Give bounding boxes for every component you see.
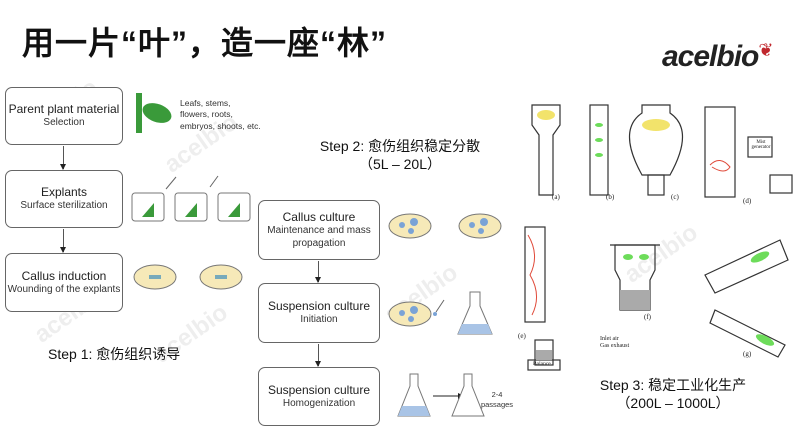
legend-inlet-air: Inlet air	[600, 336, 619, 342]
reactor-label-b: (b)	[606, 193, 615, 201]
step3-range: （200L – 1000L）	[616, 395, 730, 412]
step2-box-callus-culture: Callus culture Maintenance and mass prop…	[258, 200, 380, 260]
reactor-label-a: (a)	[552, 193, 560, 201]
bioreactor-diagrams	[524, 104, 793, 371]
box-subtitle: Selection	[43, 117, 85, 129]
homogenization-flasks-icon	[397, 373, 485, 417]
leaf-stem-icon	[136, 93, 172, 133]
box-title: Parent plant material	[8, 102, 120, 117]
reactor-label-f: (f)	[644, 313, 651, 321]
step3-title: Step 3: 稳定工业化生产	[599, 377, 747, 393]
balance-label: Balance	[533, 361, 551, 367]
page-title: 用一片“叶”，造一座“林”	[22, 25, 388, 61]
plant-note: Leafs, stems, flowers, roots, embryos, s…	[180, 98, 261, 131]
mist-generator-label: Mist generator	[751, 140, 771, 150]
flow-arrow	[315, 344, 321, 367]
reactor-label-e: (e)	[518, 332, 526, 340]
flow-arrow	[60, 229, 66, 253]
step1-box-parent-material: Parent plant material Selection	[5, 87, 123, 145]
box-title: Callus culture	[282, 209, 356, 224]
step1-box-explants: Explants Surface sterilization	[5, 170, 123, 228]
reactor-label-g: (g)	[743, 350, 752, 358]
legend-gas-exhaust: Gas exhaust	[600, 343, 630, 350]
step2-box-suspension-initiation: Suspension culture Initiation	[258, 283, 380, 343]
step2-label: Step 2: 愈伤组织稳定分散 （5L – 20L）	[305, 137, 495, 173]
step1-label: Step 1: 愈伤组织诱导	[48, 346, 181, 362]
initiation-dish-flask-icon	[388, 291, 493, 335]
box-title: Callus induction	[21, 268, 107, 283]
reactor-label-c: (c)	[671, 193, 679, 201]
box-subtitle: Initiation	[300, 314, 338, 326]
petri-dishes-icon	[133, 264, 243, 290]
logo-text: acelbio	[662, 40, 759, 73]
step3-label: Step 3: 稳定工业化生产 （200L – 1000L）	[578, 376, 768, 412]
step2-range: （5L – 20L）	[359, 156, 441, 173]
reactor-label-d: (d)	[743, 197, 752, 205]
flow-arrow	[60, 146, 66, 170]
box-title: Suspension culture	[267, 382, 371, 397]
step2-box-suspension-homogenization: Suspension culture Homogenization	[258, 367, 380, 426]
step2-title: Step 2: 愈伤组织稳定分散	[319, 138, 481, 154]
box-title: Suspension culture	[267, 299, 371, 314]
air-legend: Inlet air Gas exhaust	[600, 336, 629, 350]
box-subtitle: Maintenance and mass propagation	[267, 224, 371, 250]
box-subtitle: Surface sterilization	[20, 200, 108, 212]
step1-box-callus-induction: Callus induction Wounding of the explant…	[5, 253, 123, 312]
leaf-icon: ❦	[758, 40, 773, 60]
callus-dishes-icon	[388, 213, 502, 239]
flow-arrow	[315, 261, 321, 283]
logo: acelbio❦	[662, 40, 773, 74]
box-subtitle: Wounding of the explants	[7, 283, 121, 295]
box-subtitle: Homogenization	[282, 397, 356, 409]
box-title: Explants	[40, 185, 88, 200]
passages-note: 2-4 passages	[480, 390, 514, 410]
beakers-sterilization-icon	[131, 175, 251, 222]
